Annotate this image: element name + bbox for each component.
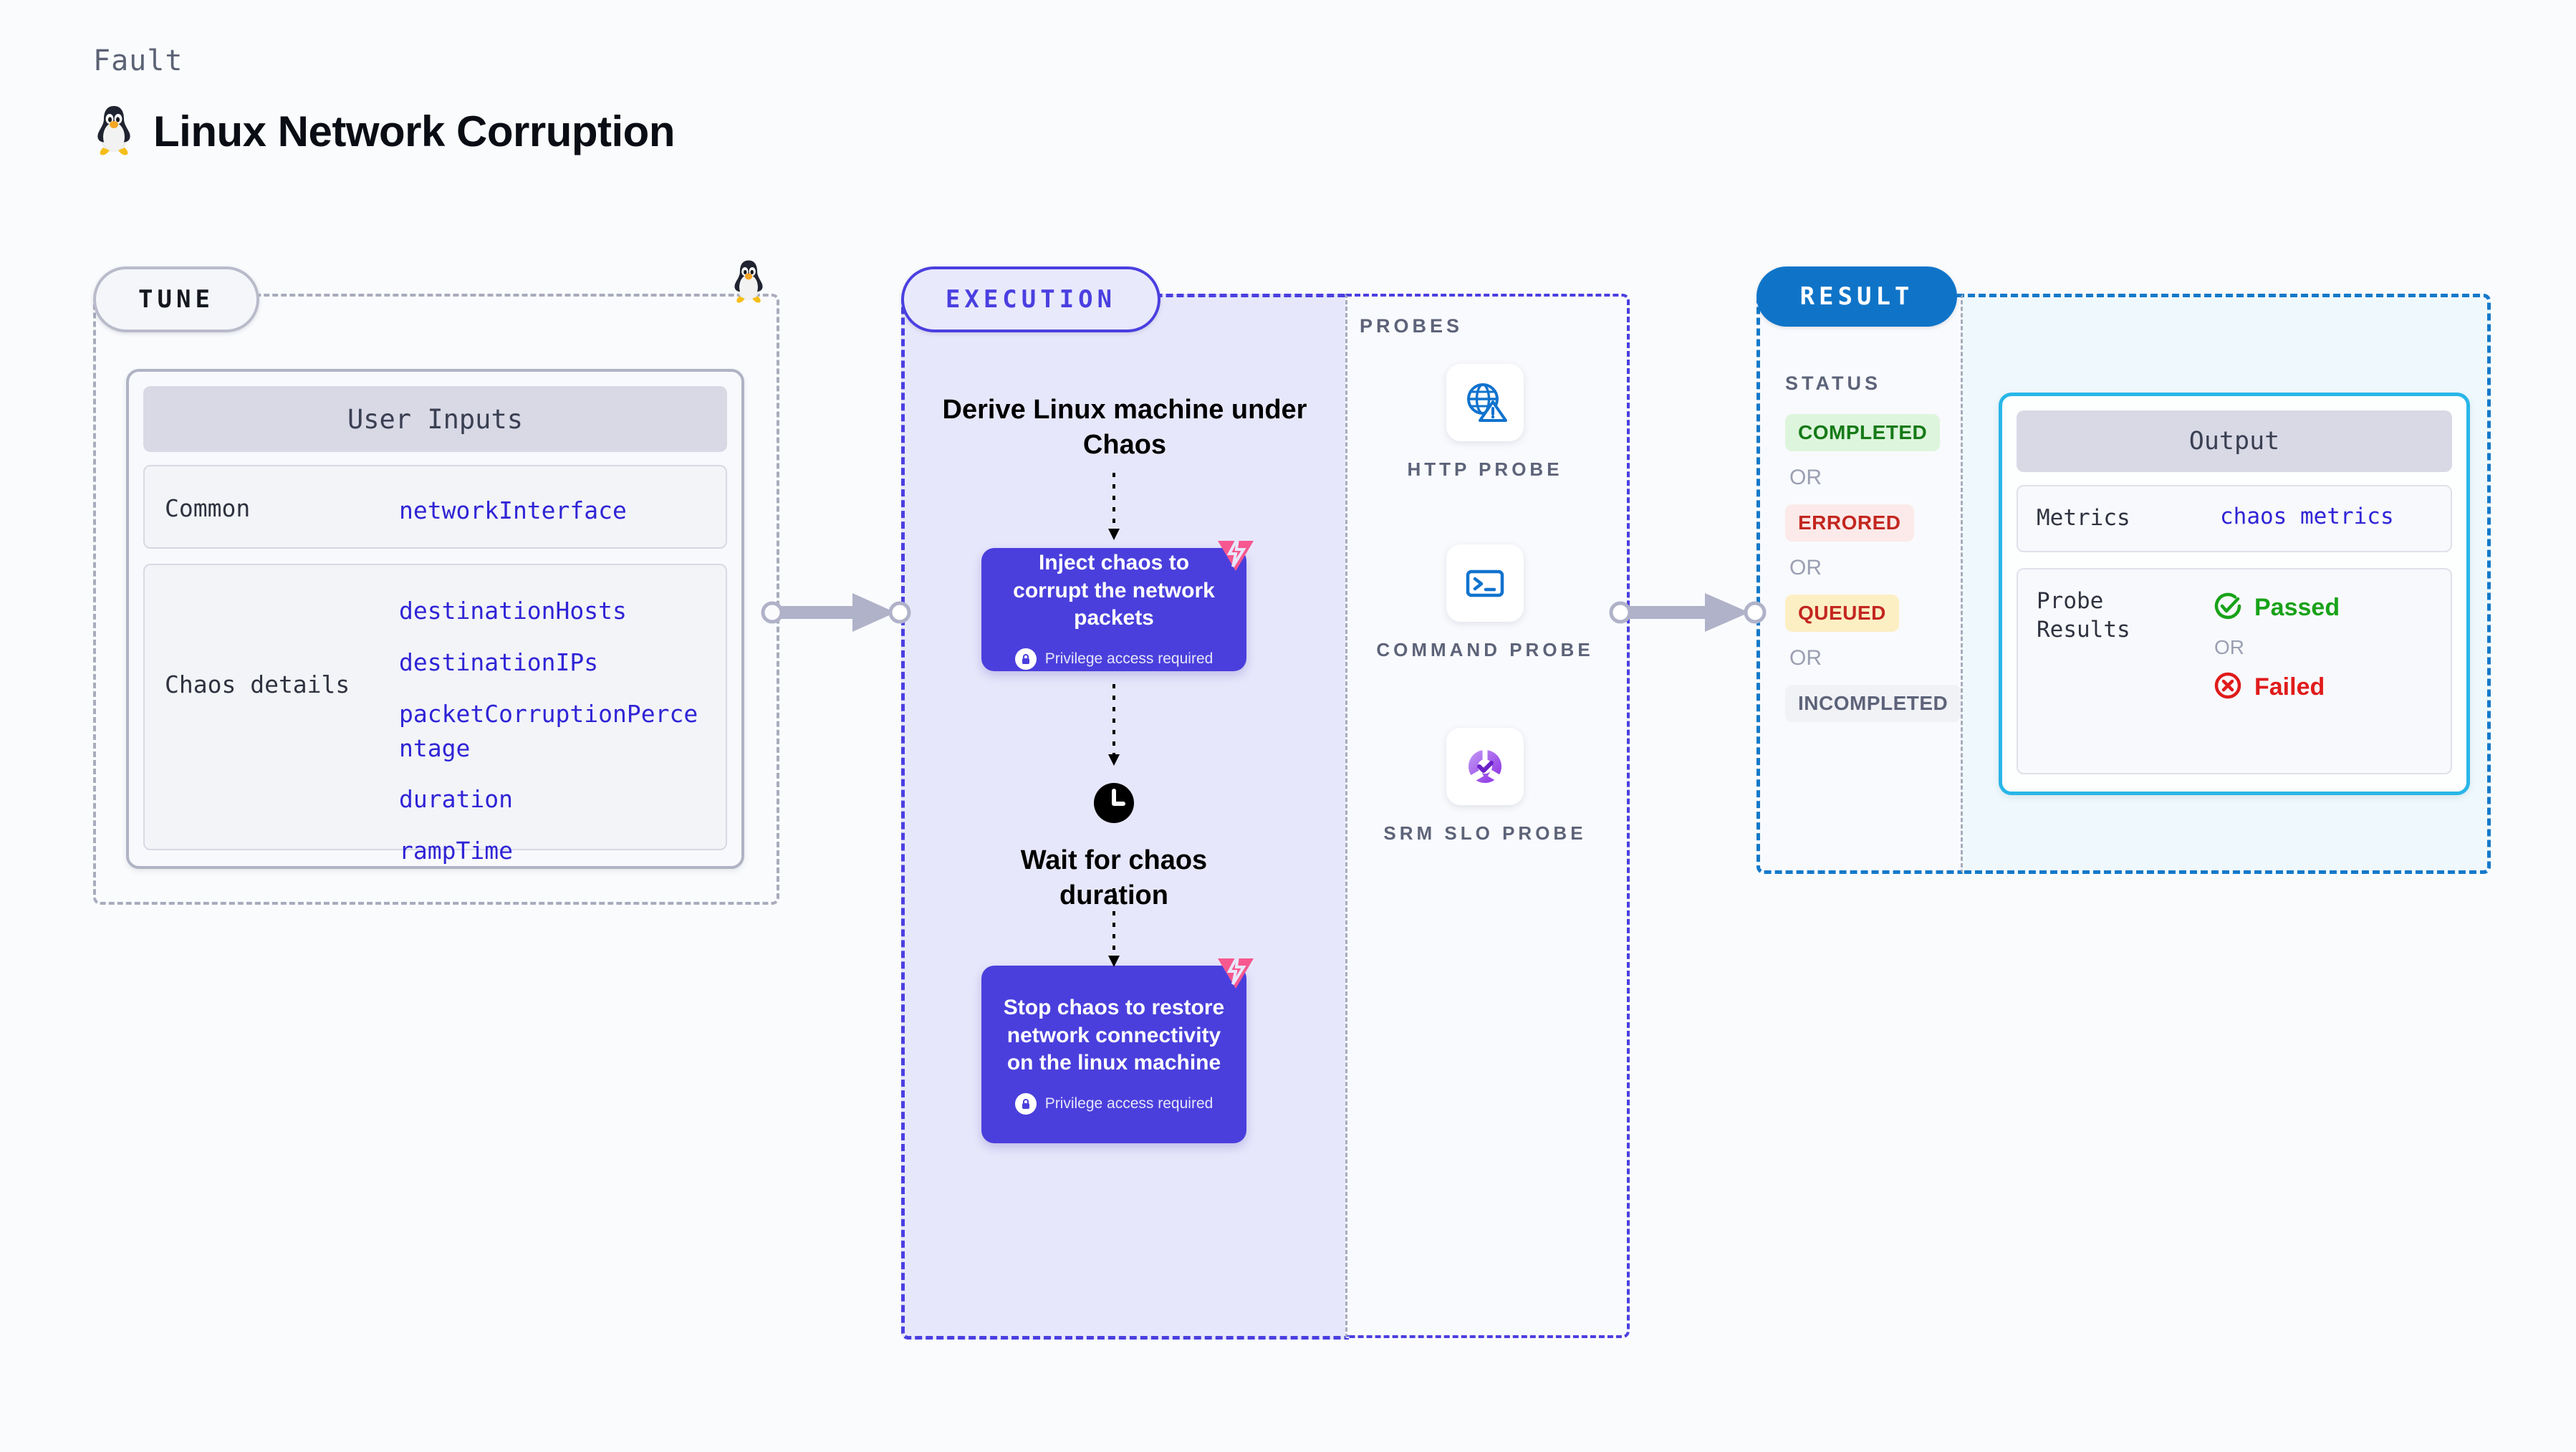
user-inputs-card: User Inputs Common networkInterface Chao… xyxy=(126,369,744,869)
execution-pill-label: EXECUTION xyxy=(901,266,1160,332)
tune-row-key: Common xyxy=(165,494,251,522)
tune-value: networkInterface xyxy=(399,496,627,524)
tune-panel xyxy=(93,294,779,905)
tune-value: packetCorruptionPercentage xyxy=(399,699,698,762)
wait-for-chaos-step: Wait for chaos duration xyxy=(981,782,1246,913)
page-title-row: Linux Network Corruption xyxy=(93,103,675,160)
output-row-probe-results: Probe Results Passed OR xyxy=(2017,568,2452,774)
inject-chaos-title: Inject chaos to corrupt the network pack… xyxy=(1013,551,1215,630)
result-status-panel xyxy=(1756,294,1963,874)
tune-row-values: networkInterface xyxy=(399,494,711,528)
stop-chaos-title: Stop chaos to restore network connectivi… xyxy=(1003,996,1225,1075)
probe-label: SRM SLO PROBE xyxy=(1383,822,1587,844)
linux-penguin-icon xyxy=(93,103,135,160)
output-probe-results-key: Probe Results xyxy=(2037,588,2130,643)
user-inputs-title: User Inputs xyxy=(143,386,727,452)
slo-donut-check-icon xyxy=(1446,728,1524,805)
output-row-metrics: Metrics chaos metrics xyxy=(2017,485,2452,552)
connector-tune-to-execution xyxy=(761,593,911,632)
lock-icon xyxy=(1014,648,1037,670)
status-badge-errored: ERRORED xyxy=(1785,504,1914,542)
arrow-inject-to-wait xyxy=(1108,684,1120,766)
terminal-icon xyxy=(1446,544,1524,622)
tune-row-chaos-details: Chaos details destinationHosts destinati… xyxy=(143,564,727,865)
inject-privilege-note: Privilege access required xyxy=(1014,648,1213,670)
probe-result-or-label: OR xyxy=(2214,636,2244,658)
probe-item-srm-slo[interactable]: SRM SLO PROBE xyxy=(1345,728,1625,846)
tune-row-values: destinationHosts destinationIPs packetCo… xyxy=(399,594,711,868)
tune-row-common: Common networkInterface xyxy=(143,465,727,549)
tune-value: destinationIPs xyxy=(399,648,599,676)
output-card: Output Metrics chaos metrics Probe Resul… xyxy=(1999,393,2470,795)
probes-panel xyxy=(1345,294,1630,1338)
x-circle-icon xyxy=(2211,669,2244,706)
arrow-wait-to-stop xyxy=(1108,888,1120,967)
tune-corner-linux-penguin-icon xyxy=(731,258,766,307)
status-badge-queued: QUEUED xyxy=(1785,595,1899,632)
page-title: Linux Network Corruption xyxy=(153,107,675,155)
status-badge-incompleted: INCOMPLETED xyxy=(1785,685,1961,722)
privilege-text: Privilege access required xyxy=(1044,650,1213,667)
probe-label: HTTP PROBE xyxy=(1407,458,1563,480)
tune-row-key: Chaos details xyxy=(165,670,350,698)
status-badge-completed: COMPLETED xyxy=(1785,414,1941,451)
connector-probes-to-result xyxy=(1609,593,1767,632)
probe-result-passed: Passed xyxy=(2211,590,2340,626)
probe-label: COMMAND PROBE xyxy=(1376,639,1594,660)
output-probe-results-values: Passed OR Failed xyxy=(2211,590,2340,706)
status-or-label: OR xyxy=(1789,646,1822,670)
output-metrics-value: chaos metrics xyxy=(2220,504,2394,529)
check-circle-icon xyxy=(2211,590,2244,626)
clock-icon xyxy=(1093,783,1135,827)
probe-item-http[interactable]: HTTP PROBE xyxy=(1345,364,1625,482)
arrow-derive-to-inject xyxy=(1108,473,1120,540)
chaos-bolt-badge-icon xyxy=(1213,529,1258,577)
probe-result-failed: Failed xyxy=(2211,669,2340,706)
failed-label: Failed xyxy=(2254,673,2325,701)
execution-heading: Derive Linux machine under Chaos xyxy=(942,395,1307,460)
output-metrics-key: Metrics xyxy=(2037,505,2130,531)
status-or-label: OR xyxy=(1789,556,1822,580)
wait-step-label: Wait for chaos duration xyxy=(1020,845,1208,910)
stop-privilege-note: Privilege access required xyxy=(1014,1092,1213,1115)
probes-section-label: PROBES xyxy=(1360,315,1464,337)
status-section-label: STATUS xyxy=(1785,372,1881,394)
page-header: Fault Linux Network Corruption xyxy=(93,44,675,160)
probe-item-command[interactable]: COMMAND PROBE xyxy=(1345,544,1625,663)
globe-warning-icon xyxy=(1446,364,1524,441)
passed-label: Passed xyxy=(2254,594,2340,621)
chaos-bolt-badge-icon xyxy=(1213,947,1258,995)
privilege-text: Privilege access required xyxy=(1044,1095,1213,1112)
stop-chaos-card[interactable]: Stop chaos to restore network connectivi… xyxy=(981,955,1254,1143)
status-badge-stack: COMPLETED OR ERRORED OR QUEUED OR INCOMP… xyxy=(1785,414,1961,722)
lock-icon xyxy=(1014,1092,1037,1115)
output-card-title: Output xyxy=(2017,410,2452,472)
tune-pill-label: TUNE xyxy=(93,266,259,332)
tune-value: rampTime xyxy=(399,837,513,865)
tune-value: duration xyxy=(399,785,513,814)
fault-kicker-label: Fault xyxy=(93,44,183,77)
status-or-label: OR xyxy=(1789,466,1822,489)
inject-chaos-card[interactable]: Inject chaos to corrupt the network pack… xyxy=(981,537,1254,671)
result-pill-label: RESULT xyxy=(1756,266,1957,327)
tune-value: destinationHosts xyxy=(399,597,627,625)
